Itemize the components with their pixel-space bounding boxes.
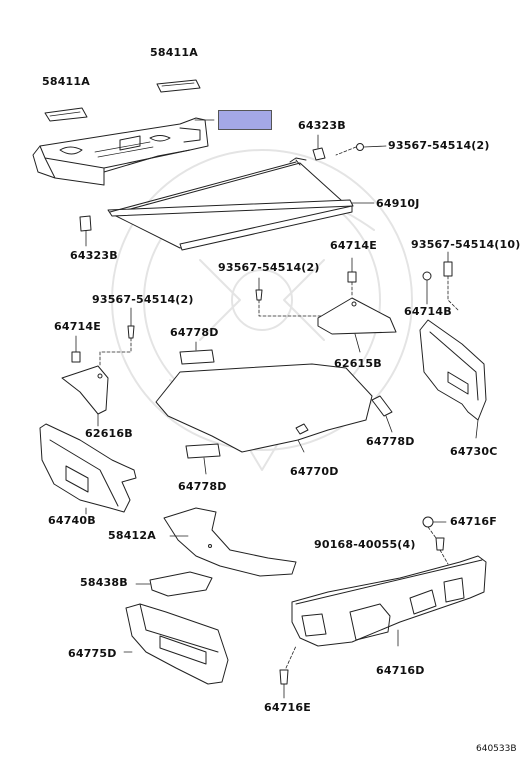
label-62616b[interactable]: 62616B: [85, 427, 133, 440]
label-64716f[interactable]: 64716F: [450, 515, 497, 528]
part-64775d-tray: [123, 603, 229, 685]
label-64770d[interactable]: 64770D: [290, 465, 339, 478]
part-58411a-pad-left: [44, 107, 88, 122]
label-64778d-c[interactable]: 64778D: [178, 480, 227, 493]
label-64714e-left[interactable]: 64714E: [54, 320, 101, 333]
part-58411a-pad-top: [156, 79, 201, 93]
part-64716d-rear-panel: [291, 555, 487, 647]
part-64323b-clip-top: [312, 147, 326, 161]
part-58412a-spare-cover: [163, 507, 297, 577]
label-93567-top[interactable]: 93567-54514(2): [388, 139, 490, 152]
label-93567-right[interactable]: 93567-54514(10): [411, 238, 521, 251]
part-64770d-trunk-mat: [155, 363, 373, 453]
label-93567-left[interactable]: 93567-54514(2): [92, 293, 194, 306]
label-64716d[interactable]: 64716D: [376, 664, 425, 677]
part-64740b-left-trim: [39, 423, 137, 515]
part-tonneau-cover: [107, 157, 354, 251]
part-64730c-side-trim: [419, 319, 487, 439]
part-62616b-bracket: [61, 365, 109, 415]
part-64323b-clip-left: [79, 215, 92, 232]
label-58411a-top[interactable]: 58411A: [150, 46, 198, 59]
part-62615b-bracket: [317, 297, 397, 335]
label-64778d-b[interactable]: 64778D: [366, 435, 415, 448]
label-90168[interactable]: 90168-40055(4): [314, 538, 416, 551]
label-64714e-mid[interactable]: 64714E: [330, 239, 377, 252]
label-58412a[interactable]: 58412A: [108, 529, 156, 542]
label-64323b-left[interactable]: 64323B: [70, 249, 118, 262]
label-58411a-left[interactable]: 58411A: [42, 75, 90, 88]
label-64775d[interactable]: 64775D: [68, 647, 117, 660]
label-64714b[interactable]: 64714B: [404, 305, 452, 318]
label-58438b[interactable]: 58438B: [80, 576, 128, 589]
label-64740b[interactable]: 64740B: [48, 514, 96, 527]
label-62615b[interactable]: 62615B: [334, 357, 382, 370]
part-64778d-pad-a: [179, 349, 215, 365]
part-package-tray: [32, 117, 209, 186]
highlighted-part-box[interactable]: [218, 110, 272, 130]
label-64716e[interactable]: 64716E: [264, 701, 311, 714]
part-64778d-pad-c: [185, 443, 221, 459]
part-64778d-pad-b: [371, 395, 393, 417]
label-64910j[interactable]: 64910J: [376, 197, 420, 210]
diagram-code: 640533B: [476, 744, 517, 754]
label-64730c[interactable]: 64730C: [450, 445, 498, 458]
part-58438b-pad: [149, 571, 213, 597]
label-64778d-a[interactable]: 64778D: [170, 326, 219, 339]
label-93567-mid[interactable]: 93567-54514(2): [218, 261, 320, 274]
label-64323b-top[interactable]: 64323B: [298, 119, 346, 132]
